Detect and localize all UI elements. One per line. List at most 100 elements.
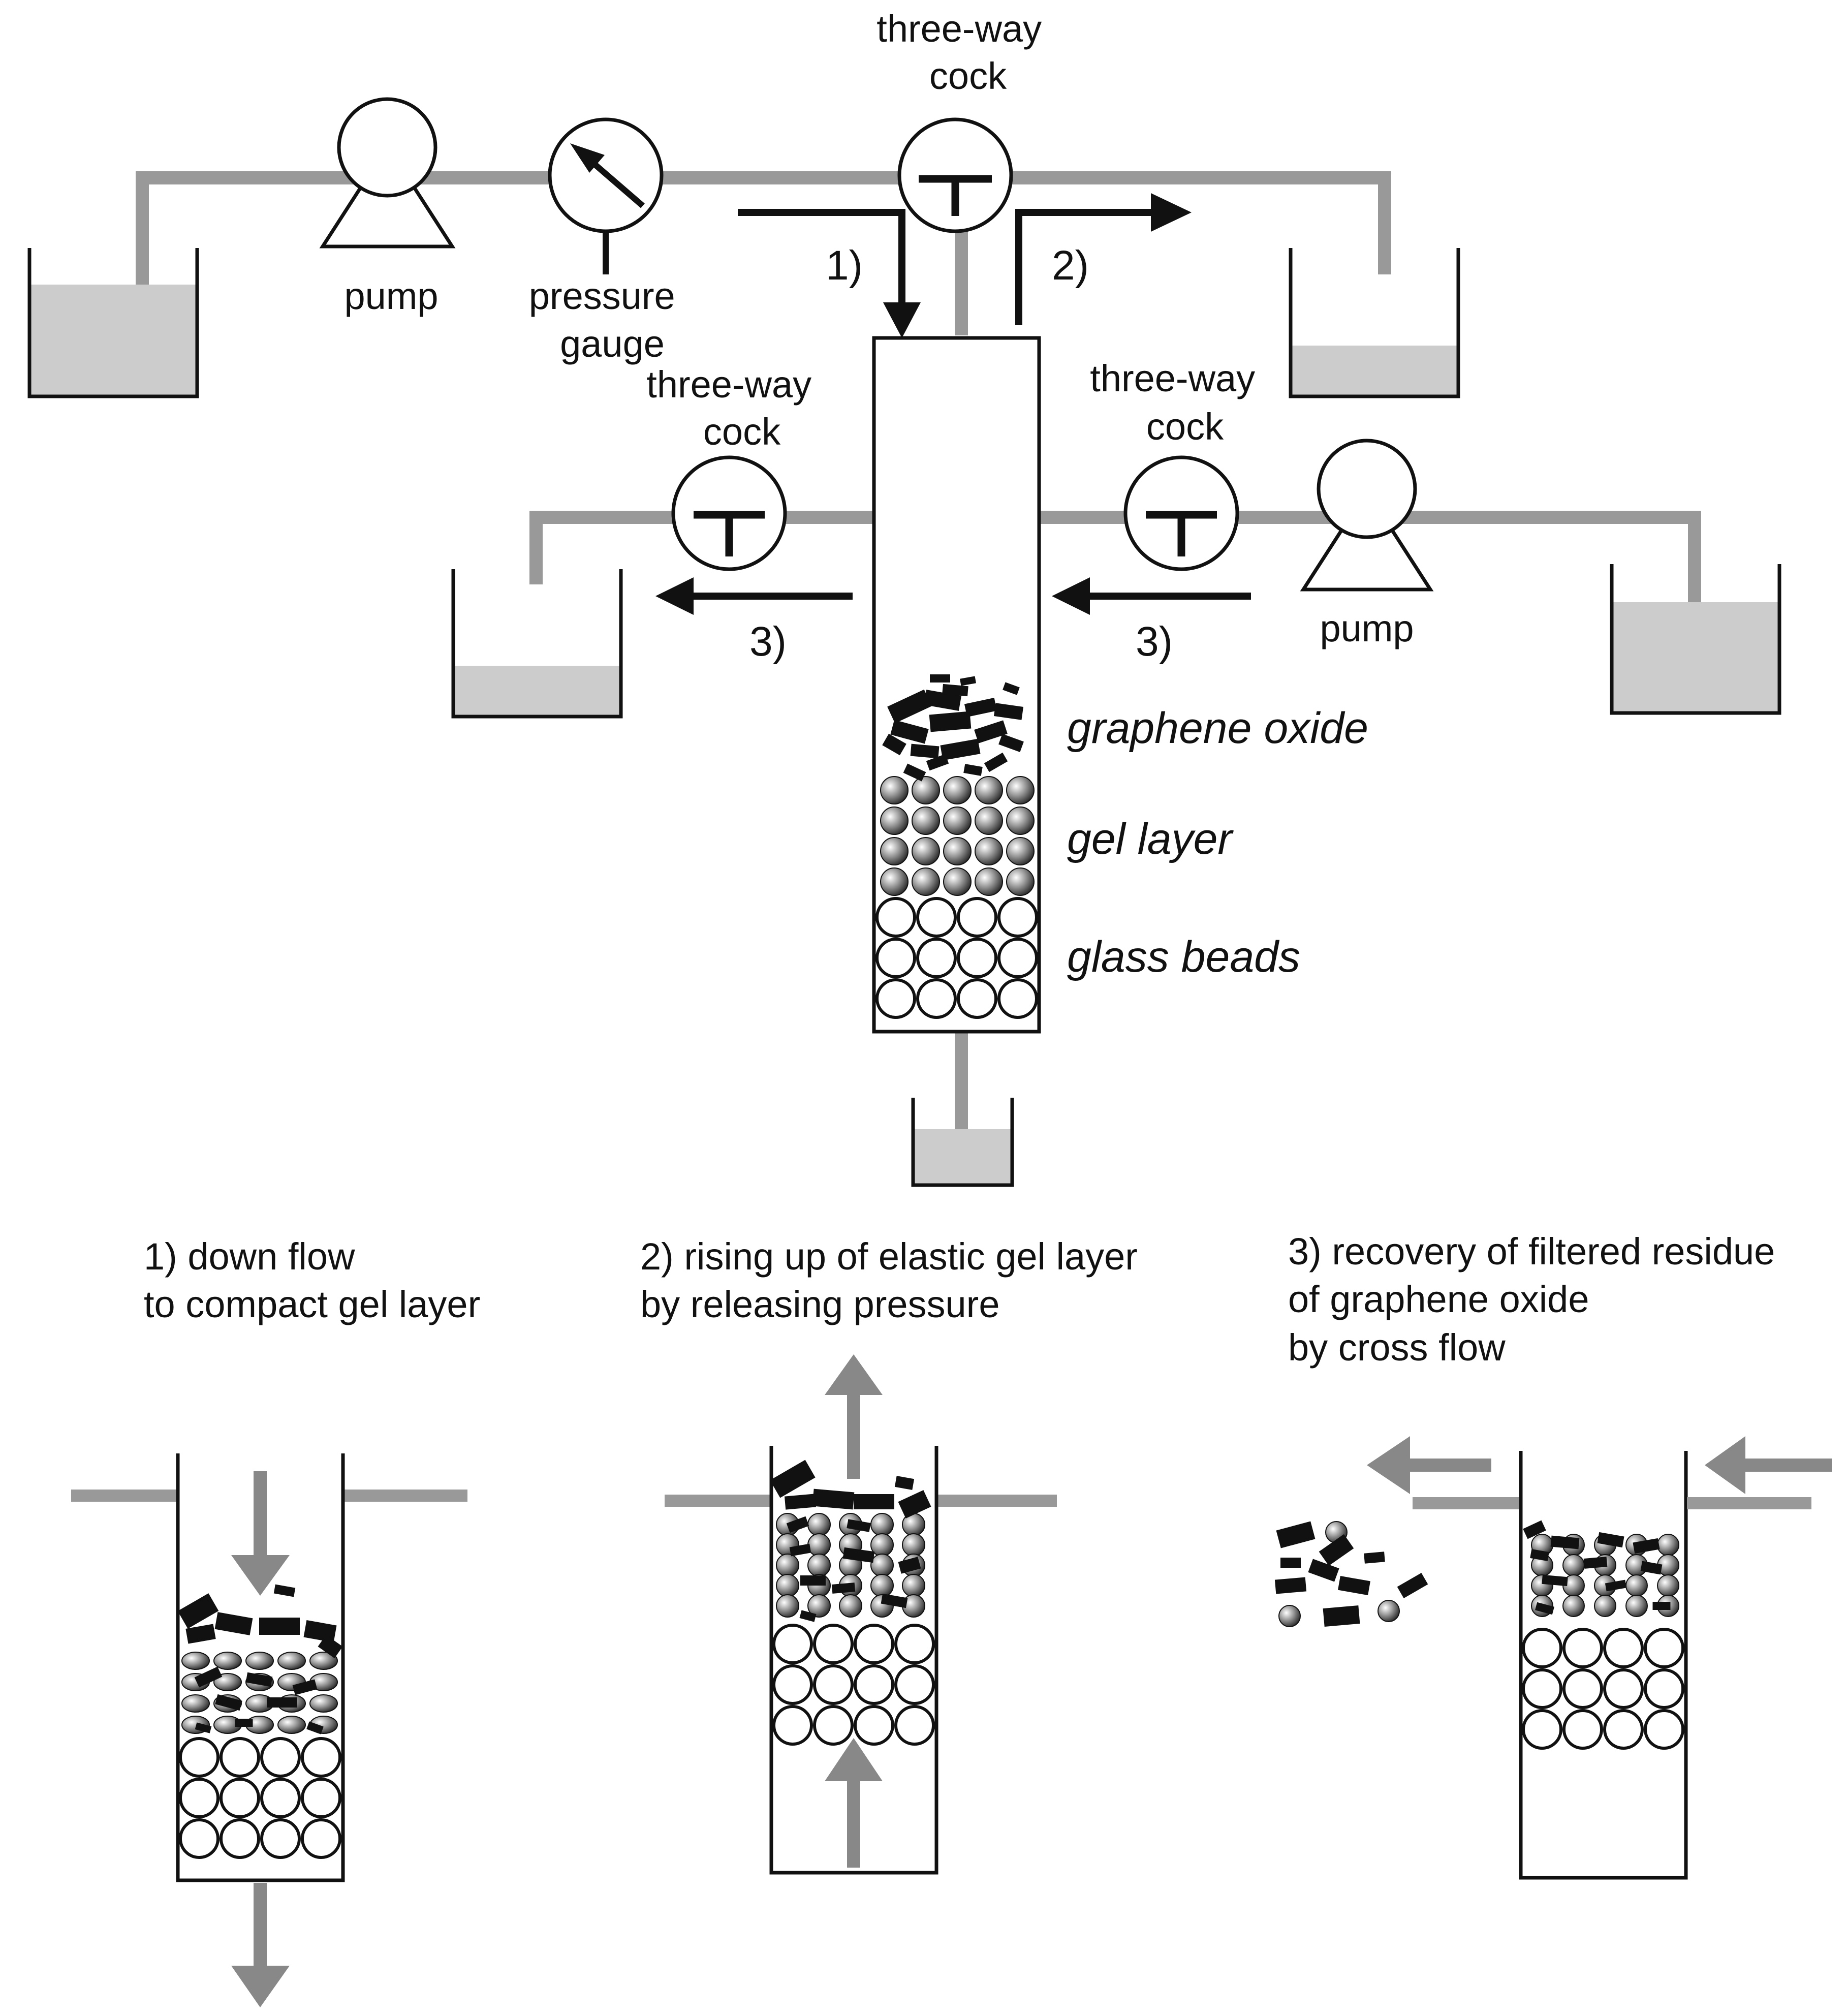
graphene-oxide-flake xyxy=(923,690,962,711)
glass-bead xyxy=(301,1818,341,1859)
graphene-oxide-flake xyxy=(1323,1605,1360,1627)
glass-beads-layer xyxy=(875,897,1038,1019)
graphene-oxide-flakes xyxy=(882,674,1024,782)
glass-bead xyxy=(220,1818,260,1859)
glass-bead xyxy=(1562,1668,1603,1709)
gel-bead xyxy=(776,1574,799,1597)
graphene-oxide-flake xyxy=(1583,1557,1608,1569)
glass-bead xyxy=(813,1664,854,1705)
graphene-oxide-flake xyxy=(1364,1552,1385,1564)
gel-bead xyxy=(880,807,909,835)
gel-bead xyxy=(902,1533,925,1557)
glass-bead xyxy=(260,1818,301,1859)
gel-bead xyxy=(943,867,972,896)
glass-bead xyxy=(179,1778,220,1818)
graphene-oxide-flake xyxy=(177,1593,219,1629)
glass-bead xyxy=(997,978,1038,1019)
gel-bead xyxy=(807,1594,831,1618)
step-1-flow-arrows xyxy=(231,1471,290,2007)
glass-bead xyxy=(894,1624,935,1664)
graphene-oxide-flake xyxy=(963,764,983,776)
graphene-oxide-flake xyxy=(1652,1602,1671,1610)
glass-bead xyxy=(875,938,916,978)
graphene-oxide-flake xyxy=(306,1721,324,1734)
gel-bead xyxy=(943,837,972,865)
gel-bead xyxy=(213,1673,242,1691)
graphene-oxide-flake xyxy=(1605,1579,1627,1592)
graphene-oxide-flake xyxy=(194,1666,223,1688)
glass-bead xyxy=(260,1778,301,1818)
graphene-oxide-flake xyxy=(998,733,1024,753)
step-2-glass-beads xyxy=(772,1624,935,1746)
gel-bead xyxy=(1278,1605,1301,1627)
graphene-oxide-flake xyxy=(882,733,906,756)
glass-bead xyxy=(772,1664,813,1705)
glass-bead xyxy=(1644,1668,1684,1709)
gel-bead xyxy=(1562,1595,1585,1617)
gel-bead xyxy=(870,1554,894,1577)
graphene-oxide-flake xyxy=(245,1672,273,1687)
graphene-oxide-flake xyxy=(259,1618,300,1635)
gel-bead xyxy=(870,1513,894,1536)
step-3-graphene-oxide xyxy=(1523,1520,1671,1615)
graphene-oxide-flake xyxy=(898,1490,931,1518)
gel-layer-beads xyxy=(880,776,1035,896)
graphene-oxide-flake xyxy=(842,1547,875,1563)
graphene-oxide-flake xyxy=(1274,1577,1307,1594)
glass-bead xyxy=(894,1664,935,1705)
glass-bead xyxy=(1522,1709,1562,1750)
gel-bead xyxy=(245,1652,274,1670)
glass-bead xyxy=(813,1705,854,1746)
step-1-glass-beads xyxy=(179,1737,341,1859)
gel-bead xyxy=(975,867,1003,896)
graphene-oxide-flake xyxy=(185,1624,216,1644)
glass-bead xyxy=(1644,1709,1684,1750)
gel-bead xyxy=(912,776,940,804)
graphene-oxide-flake xyxy=(926,754,949,771)
glass-bead xyxy=(301,1778,341,1818)
gel-bead xyxy=(912,807,940,835)
label-graphene-oxide: graphene oxide xyxy=(1067,704,1368,753)
gel-bead xyxy=(807,1554,831,1577)
gel-bead xyxy=(181,1652,210,1670)
gel-bead xyxy=(839,1594,862,1618)
gel-bead xyxy=(880,867,909,896)
glass-bead xyxy=(997,938,1038,978)
graphene-oxide-flake xyxy=(273,1584,296,1597)
gel-bead xyxy=(807,1513,831,1536)
gel-bead xyxy=(1006,867,1035,896)
graphene-oxide-flake xyxy=(786,1516,809,1533)
label-glass-beads: glass beads xyxy=(1067,933,1300,981)
gel-bead xyxy=(213,1652,242,1670)
graphene-oxide-flake xyxy=(974,720,1008,743)
graphene-oxide-flake xyxy=(930,674,950,683)
glass-bead xyxy=(957,897,997,938)
label-flow-3-left: 3) xyxy=(749,618,787,665)
gel-bead xyxy=(1006,776,1035,804)
graphene-oxide-flake xyxy=(984,752,1008,772)
beaker-bottom-outlet xyxy=(911,1098,1014,1187)
graphene-oxide-flake xyxy=(770,1460,816,1498)
glass-bead xyxy=(916,938,957,978)
graphene-oxide-flake xyxy=(940,738,981,761)
glass-bead xyxy=(1562,1709,1603,1750)
beaker-right-feed xyxy=(1610,564,1781,715)
glass-bead xyxy=(1522,1628,1562,1668)
graphene-oxide-flake xyxy=(881,1593,908,1608)
graphene-oxide-flake xyxy=(789,1543,811,1557)
step-3-column xyxy=(1274,1436,1832,1880)
gel-bead xyxy=(1378,1600,1400,1622)
step-2-column xyxy=(665,1354,1057,1875)
label-flow-3-right: 3) xyxy=(1136,618,1173,665)
graphene-oxide-flake xyxy=(1597,1532,1624,1548)
label-three-way-cock-top: three-way cock xyxy=(876,8,1052,97)
glass-bead xyxy=(772,1705,813,1746)
gel-bead xyxy=(807,1533,831,1557)
glass-bead xyxy=(916,978,957,1019)
pump-left-icon xyxy=(319,97,456,249)
gel-bead xyxy=(1006,807,1035,835)
gel-bead xyxy=(1006,837,1035,865)
glass-bead xyxy=(220,1778,260,1818)
gel-bead xyxy=(277,1716,306,1734)
